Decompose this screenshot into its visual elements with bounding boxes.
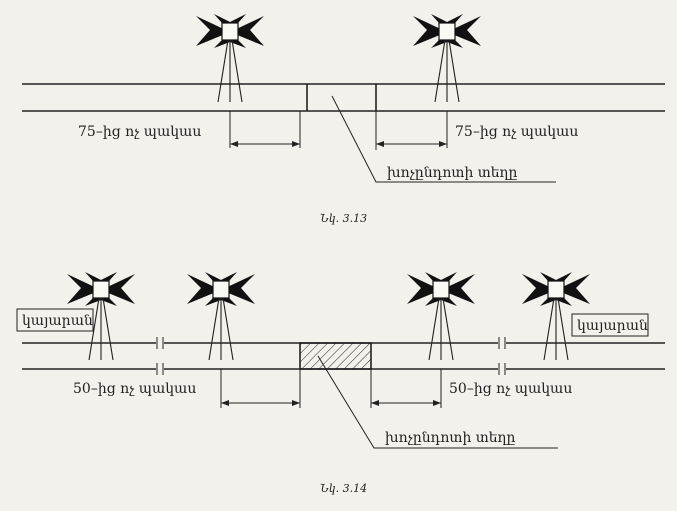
figure-b: 50–ից ոչ պակաս 50–ից ոչ պակաս կայարան կա… [16, 271, 665, 495]
station-label-left: կայարան [22, 313, 93, 329]
rail-joint-right [498, 337, 506, 375]
rail-joint-left [156, 337, 164, 375]
signal-lamp-icon [412, 13, 482, 103]
distance-label-left: 50–ից ոչ պակաս [73, 381, 196, 397]
station-box-left [16, 308, 94, 332]
obstacle-zone [299, 342, 372, 370]
signal-lamp-icon [195, 13, 265, 103]
figure-caption: Նկ. 3.13 [320, 212, 367, 225]
signal-lamp-icon [521, 271, 591, 361]
distance-label-left: 75–ից ոչ պակաս [78, 124, 201, 140]
leader-line [331, 95, 556, 183]
figure-caption: Նկ. 3.14 [320, 482, 367, 495]
signal-lamp-icon [406, 271, 476, 361]
station-label-right: կայարան [577, 318, 648, 334]
obstacle-label: խոչընդոտի տեղը [385, 430, 515, 446]
leader-line [317, 355, 558, 449]
distance-label-right: 50–ից ոչ պակաս [449, 381, 572, 397]
distance-label-right: 75–ից ոչ պակաս [455, 124, 578, 140]
station-box-right [571, 313, 649, 337]
obstacle-label: խոչընդոտի տեղը [387, 165, 517, 181]
figure-a: 75–ից ոչ պակաս 75–ից ոչ պակաս խոչընդոտի … [22, 13, 665, 225]
signal-lamp-icon [186, 271, 256, 361]
